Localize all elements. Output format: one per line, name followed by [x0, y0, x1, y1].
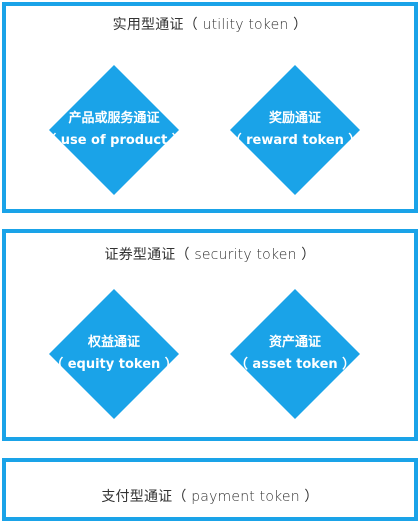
reward-token-diamond: 奖励通证 （ reward token ）: [228, 65, 362, 195]
security-token-title: 证券型通证（ security token ）: [104, 247, 316, 263]
payment-token-title: 支付型通证（ payment token ）: [101, 489, 319, 505]
diamond-shape: [49, 289, 179, 419]
use-of-product-diamond: 产品或服务通证 （ use of product ）: [43, 65, 185, 195]
equity-token-label: 权益通证: [87, 335, 140, 350]
diamond-shape: [49, 65, 179, 195]
payment-token-panel: 支付型通证（ payment token ）: [2, 458, 418, 521]
equity-token-diamond: 权益通证 （ equity token ）: [49, 289, 179, 419]
asset-token-diamond: 资产通证 （ asset token ）: [230, 289, 360, 419]
reward-token-label: 奖励通证: [268, 111, 321, 126]
diamond-shape: [230, 65, 360, 195]
diamond-shape: [230, 289, 360, 419]
use-of-product-sublabel: （ use of product ）: [43, 133, 185, 148]
reward-token-sublabel: （ reward token ）: [228, 133, 362, 148]
utility-token-title: 实用型通证（ utility token ）: [112, 17, 308, 33]
security-token-panel: 证券型通证（ security token ） 权益通证 （ equity to…: [2, 229, 418, 441]
asset-token-sublabel: （ asset token ）: [234, 357, 356, 372]
utility-token-panel: 实用型通证（ utility token ） 产品或服务通证 （ use of …: [2, 2, 418, 213]
asset-token-label: 资产通证: [268, 335, 321, 350]
equity-token-sublabel: （ equity token ）: [50, 357, 178, 372]
use-of-product-label: 产品或服务通证: [68, 111, 160, 126]
